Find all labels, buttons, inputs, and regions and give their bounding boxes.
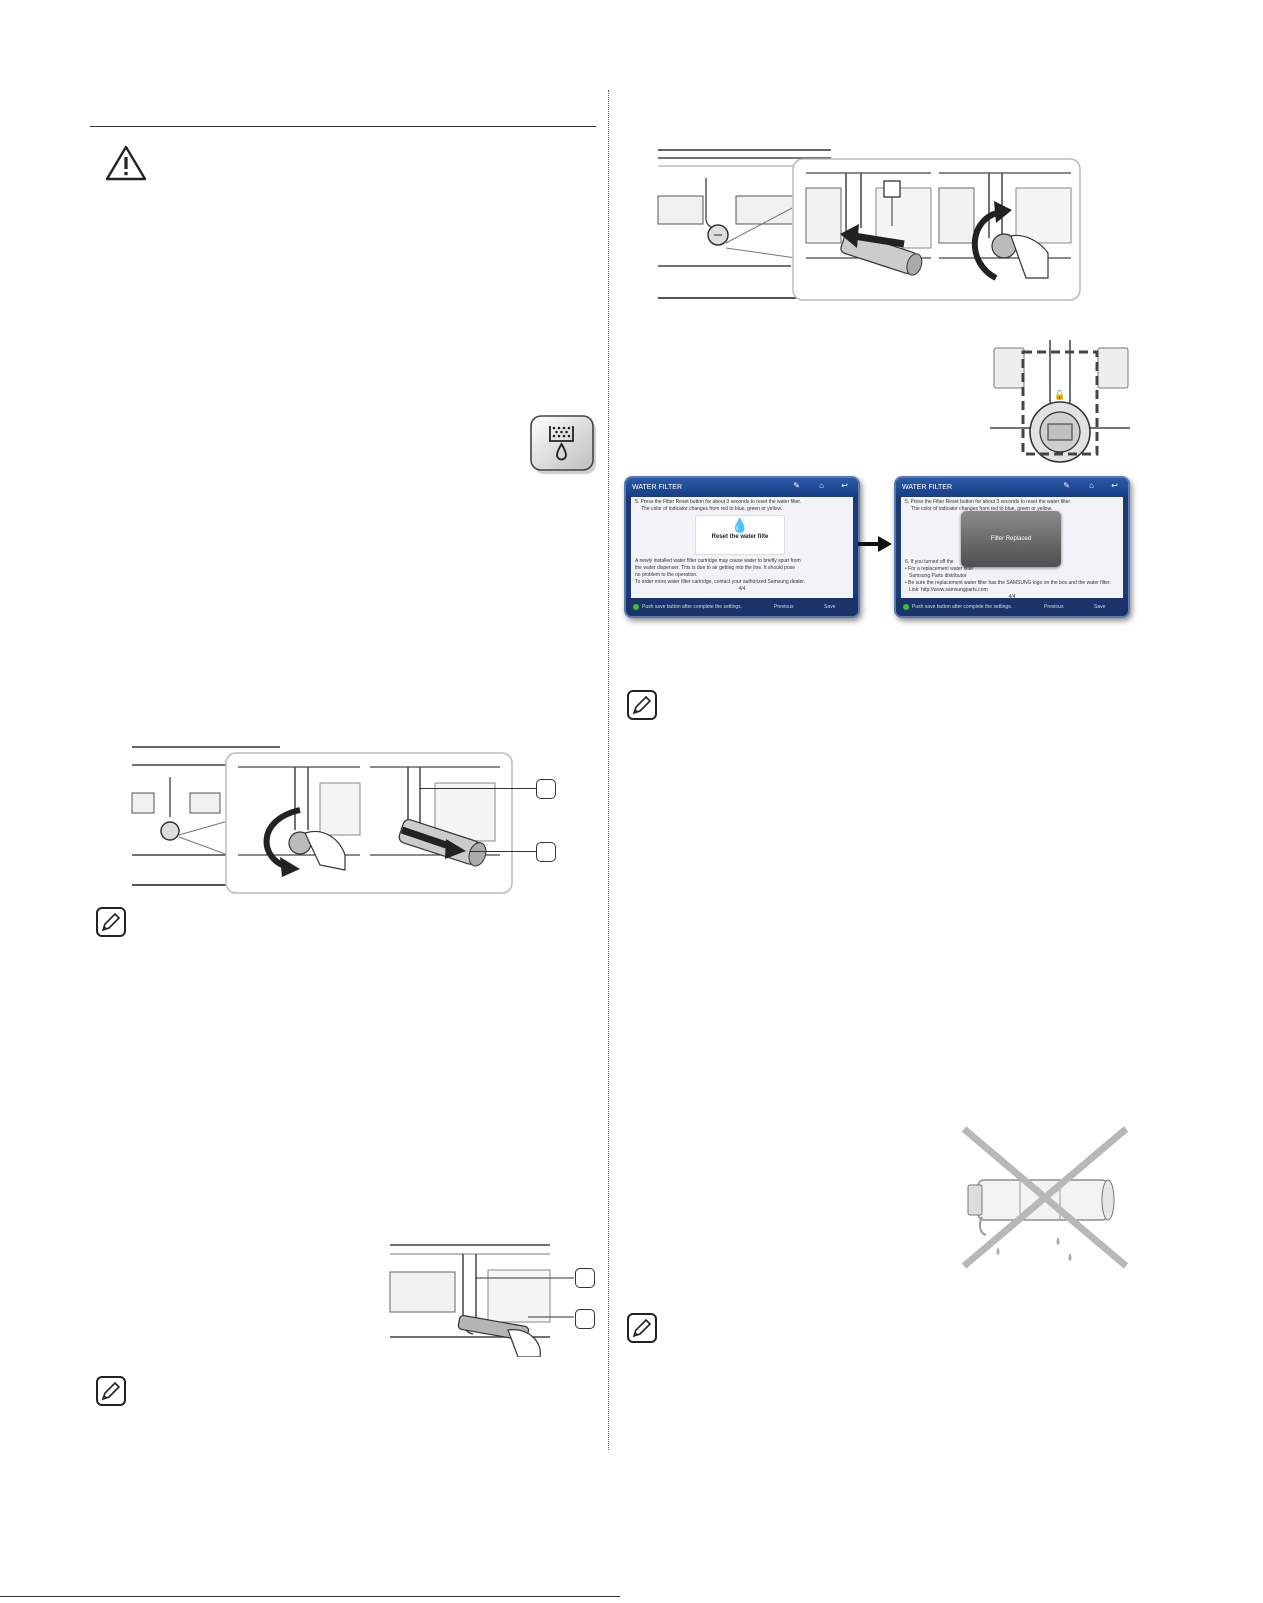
- water-filter-icon: 💧: [731, 517, 749, 533]
- caution-icon: [104, 144, 148, 187]
- screen-title: WATER FILTER: [632, 483, 683, 491]
- do-not-use-leaking-filter-illustration: [960, 1125, 1130, 1270]
- note-icon: [96, 1376, 126, 1406]
- step5-text: 5. Press the Filter Reset button for abo…: [635, 499, 802, 505]
- svg-text:🔓: 🔓: [1054, 389, 1065, 400]
- page-indicator: 4/4: [1008, 594, 1016, 600]
- filter-lock-detail: 🔓: [990, 340, 1130, 465]
- callout-label: [575, 1309, 595, 1329]
- bullet-text: • For a replacement water filter: [905, 566, 974, 572]
- callout-leader: [420, 788, 536, 789]
- previous-button[interactable]: Previous: [1044, 604, 1064, 610]
- previous-button[interactable]: Previous: [774, 604, 794, 610]
- note-icon: [627, 1313, 657, 1343]
- back-icon[interactable]: ↩: [1111, 481, 1118, 490]
- callout-leader: [470, 851, 536, 852]
- callout-label: [536, 842, 556, 862]
- water-filter-screen-reset: WATER FILTER ✎ ⌂ ↩ 5. Press the Filter R…: [624, 476, 860, 618]
- popup-label: Filter Replaced: [990, 535, 1032, 542]
- note-icon: [627, 690, 657, 720]
- status-indicator: [903, 604, 909, 610]
- water-filter-screen-replaced: WATER FILTER ✎ ⌂ ↩ 5. Press the Filter R…: [894, 476, 1130, 618]
- filter-insert-illustration: [656, 148, 1086, 308]
- column-divider: [608, 90, 609, 1450]
- edit-icon[interactable]: ✎: [793, 481, 800, 490]
- body-line: To order more water filter cartridge, co…: [635, 579, 806, 585]
- home-icon[interactable]: ⌂: [1089, 481, 1094, 490]
- callout-label: [536, 779, 556, 799]
- note-icon: [96, 907, 126, 937]
- home-icon[interactable]: ⌂: [819, 481, 824, 490]
- reset-button-label: Reset the water filte: [711, 534, 769, 540]
- status-indicator: [633, 604, 639, 610]
- bullet-text: • Be sure the replacement water filter h…: [905, 580, 1111, 586]
- filter-replaced-popup: Filter Replaced: [961, 511, 1061, 567]
- step5-text: 5. Press the Filter Reset button for abo…: [905, 499, 1072, 505]
- step5-text-2: The color of indicator changes from red …: [641, 506, 783, 512]
- page-indicator: 4/4: [738, 586, 746, 592]
- back-icon[interactable]: ↩: [841, 481, 848, 490]
- footer-rule: [0, 1596, 620, 1597]
- body-line: A newly installed water filter cartridge…: [635, 558, 801, 564]
- reset-water-filter-button[interactable]: 💧 Reset the water filte: [695, 515, 785, 555]
- filter-housing-illustration: [388, 1242, 598, 1358]
- save-button[interactable]: Save: [824, 604, 836, 610]
- footer-hint: Push save button after complete the sett…: [912, 604, 1013, 610]
- arrow-right-icon: [858, 536, 892, 557]
- link-text[interactable]: Link: http://www.samsungparts.com: [909, 587, 988, 593]
- edit-icon[interactable]: ✎: [1063, 481, 1070, 490]
- step6-text: 6. If you turned off the: [905, 559, 954, 565]
- callout-label: [575, 1268, 595, 1288]
- footer-hint: Push save button after complete the sett…: [642, 604, 743, 610]
- bullet-text: Samsung Parts distributor: [909, 573, 967, 579]
- screen-title: WATER FILTER: [902, 483, 953, 491]
- body-line: no problem to the operation.: [635, 572, 698, 578]
- filter-reset-button-icon: [530, 414, 598, 481]
- body-line: the water dispenser. This is due to air …: [635, 565, 796, 571]
- save-button[interactable]: Save: [1094, 604, 1106, 610]
- step5-text-2: The color of indicator changes from red …: [911, 506, 1053, 512]
- section-rule: [90, 126, 596, 127]
- filter-removal-illustration: [130, 745, 520, 895]
